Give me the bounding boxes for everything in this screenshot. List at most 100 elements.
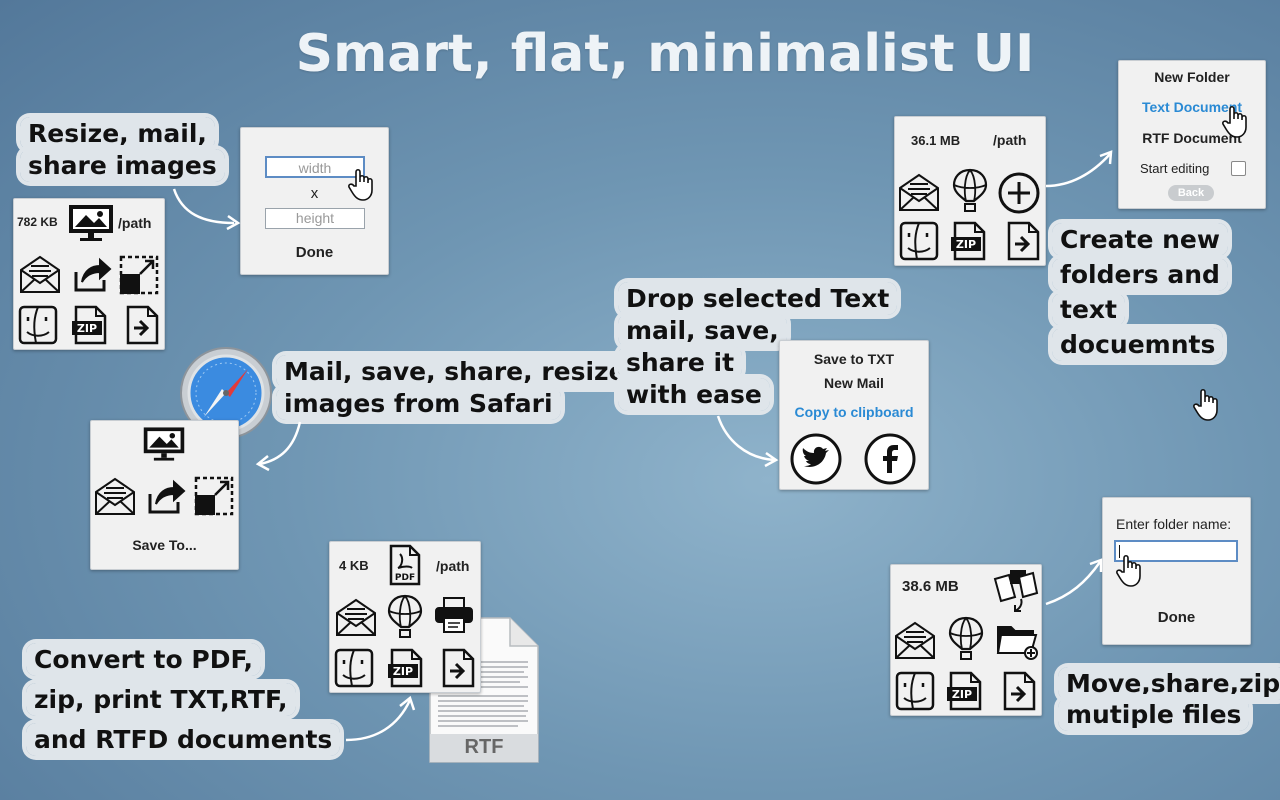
caption-drop-text: Drop selected Text mail, save, share it … — [618, 282, 898, 411]
caption-line: mail, save, — [618, 314, 787, 347]
mail-icon[interactable] — [893, 620, 937, 660]
file-size: 782 KB — [17, 215, 58, 229]
zip-icon[interactable]: ZIP — [388, 648, 424, 688]
caption-line: Convert to PDF, — [26, 643, 262, 676]
caption-line: with ease — [618, 378, 770, 411]
caption-line: Create new — [1052, 223, 1228, 256]
caption-safari: Mail, save, share, resize images from Sa… — [276, 355, 634, 420]
file-path: /path — [993, 132, 1027, 148]
resize-icon[interactable] — [118, 254, 160, 296]
pointer-arrow — [255, 421, 302, 472]
resize-icon[interactable] — [193, 475, 235, 517]
pointer-arrow — [172, 188, 241, 231]
text-document-item[interactable]: Text Document — [1141, 99, 1243, 115]
mail-icon[interactable] — [334, 597, 378, 637]
file-path: /path — [118, 215, 152, 231]
caption-line: share it — [618, 346, 743, 379]
finder-icon[interactable] — [899, 221, 939, 261]
caption-line: folders and — [1052, 258, 1228, 291]
done-button[interactable]: Done — [1157, 609, 1196, 626]
width-input[interactable]: width — [265, 156, 365, 178]
copy-to-clipboard-item[interactable]: Copy to clipboard — [794, 404, 914, 420]
folder-name-prompt: Enter folder name: — [1116, 516, 1232, 532]
text-caret — [1119, 545, 1120, 558]
twitter-icon[interactable] — [790, 433, 842, 485]
balloon-icon[interactable] — [947, 615, 985, 661]
balloon-icon[interactable] — [951, 167, 989, 213]
zip-icon[interactable]: ZIP — [951, 221, 987, 261]
mail-icon[interactable] — [897, 172, 941, 212]
image-file-panel: 782 KB /path ZIP — [13, 198, 165, 350]
resize-dialog: width x height Done — [240, 127, 389, 275]
share-icon[interactable] — [146, 476, 186, 516]
hand-cursor-icon — [348, 168, 373, 201]
svg-text:ZIP: ZIP — [952, 688, 972, 701]
finder-icon[interactable] — [895, 671, 935, 711]
monitor-image-icon[interactable] — [66, 203, 116, 243]
safari-share-panel: Save To... — [90, 420, 239, 570]
move-to-icon[interactable] — [1005, 221, 1041, 261]
done-button[interactable]: Done — [295, 244, 334, 261]
document-file-panel: 4 KB PDF /path ZIP — [329, 541, 481, 693]
hand-cursor-icon — [1222, 105, 1247, 138]
zip-icon[interactable]: ZIP — [947, 671, 983, 711]
rtf-label: RTF — [464, 736, 504, 758]
height-input[interactable]: height — [265, 208, 365, 229]
move-to-icon[interactable] — [1001, 671, 1037, 711]
folder-file-panel: 36.1 MB /path ZIP — [894, 116, 1046, 266]
svg-text:ZIP: ZIP — [77, 322, 97, 335]
caption-line: text docuemnts — [1052, 293, 1224, 361]
svg-text:ZIP: ZIP — [393, 665, 413, 678]
balloon-icon[interactable] — [386, 593, 424, 639]
save-to-button[interactable]: Save To... — [132, 537, 197, 553]
safari-icon — [180, 347, 272, 439]
file-size: 4 KB — [339, 558, 369, 573]
caption-move: Move,share,zip mutiple files — [1058, 667, 1280, 731]
caption-convert: Convert to PDF, zip, print TXT,RTF, and … — [26, 640, 341, 760]
hand-cursor-icon — [1193, 388, 1218, 421]
zip-icon[interactable]: ZIP — [72, 305, 108, 345]
caption-line: Drop selected Text — [618, 282, 898, 315]
file-path: /path — [436, 558, 470, 574]
printer-icon[interactable] — [434, 596, 474, 634]
caption-line: share images — [20, 149, 225, 182]
new-mail-item[interactable]: New Mail — [824, 375, 884, 391]
finder-icon[interactable] — [334, 648, 374, 688]
hand-cursor-icon — [1116, 554, 1141, 587]
add-icon[interactable] — [997, 171, 1041, 215]
mail-icon[interactable] — [18, 254, 62, 294]
caption-create: Create new folders and text docuemnts — [1052, 222, 1280, 362]
finder-icon[interactable] — [18, 305, 58, 345]
folder-name-input[interactable] — [1114, 540, 1238, 562]
facebook-icon[interactable] — [864, 433, 916, 485]
save-to-txt-item[interactable]: Save to TXT — [813, 351, 895, 367]
file-size: 38.6 MB — [902, 578, 959, 595]
caption-line: mutiple files — [1058, 698, 1250, 731]
caption-resize: Resize, mail, share images — [20, 117, 225, 182]
pointer-arrow — [1045, 558, 1103, 606]
new-folder-item[interactable]: New Folder — [1154, 69, 1230, 85]
caption-line: and RTFD documents — [26, 723, 341, 756]
start-editing-checkbox[interactable] — [1231, 161, 1246, 176]
svg-text:ZIP: ZIP — [956, 238, 976, 251]
rtf-document-item[interactable]: RTF Document — [1142, 130, 1242, 146]
move-to-icon[interactable] — [124, 305, 160, 345]
start-editing-label: Start editing — [1140, 161, 1210, 176]
caption-line: images from Safari — [276, 387, 561, 420]
folder-name-dialog: Enter folder name: Done — [1102, 497, 1251, 645]
text-share-panel: Save to TXT New Mail Copy to clipboard — [779, 340, 929, 490]
caption-line: Mail, save, share, resize — [276, 355, 634, 388]
move-to-icon[interactable] — [440, 648, 476, 688]
back-button[interactable]: Back — [1168, 185, 1214, 201]
monitor-image-icon[interactable] — [141, 425, 187, 463]
add-folder-icon[interactable] — [995, 621, 1039, 661]
multiple-files-icon[interactable] — [991, 567, 1039, 613]
page-title: Smart, flat, minimalist UI — [295, 24, 1035, 84]
pdf-icon[interactable]: PDF — [388, 544, 422, 586]
pointer-arrow — [716, 415, 779, 468]
pointer-arrow — [1045, 150, 1113, 188]
share-icon[interactable] — [72, 254, 112, 294]
mail-icon[interactable] — [93, 476, 137, 516]
svg-text:PDF: PDF — [395, 573, 415, 583]
caption-line: Resize, mail, — [20, 117, 215, 150]
